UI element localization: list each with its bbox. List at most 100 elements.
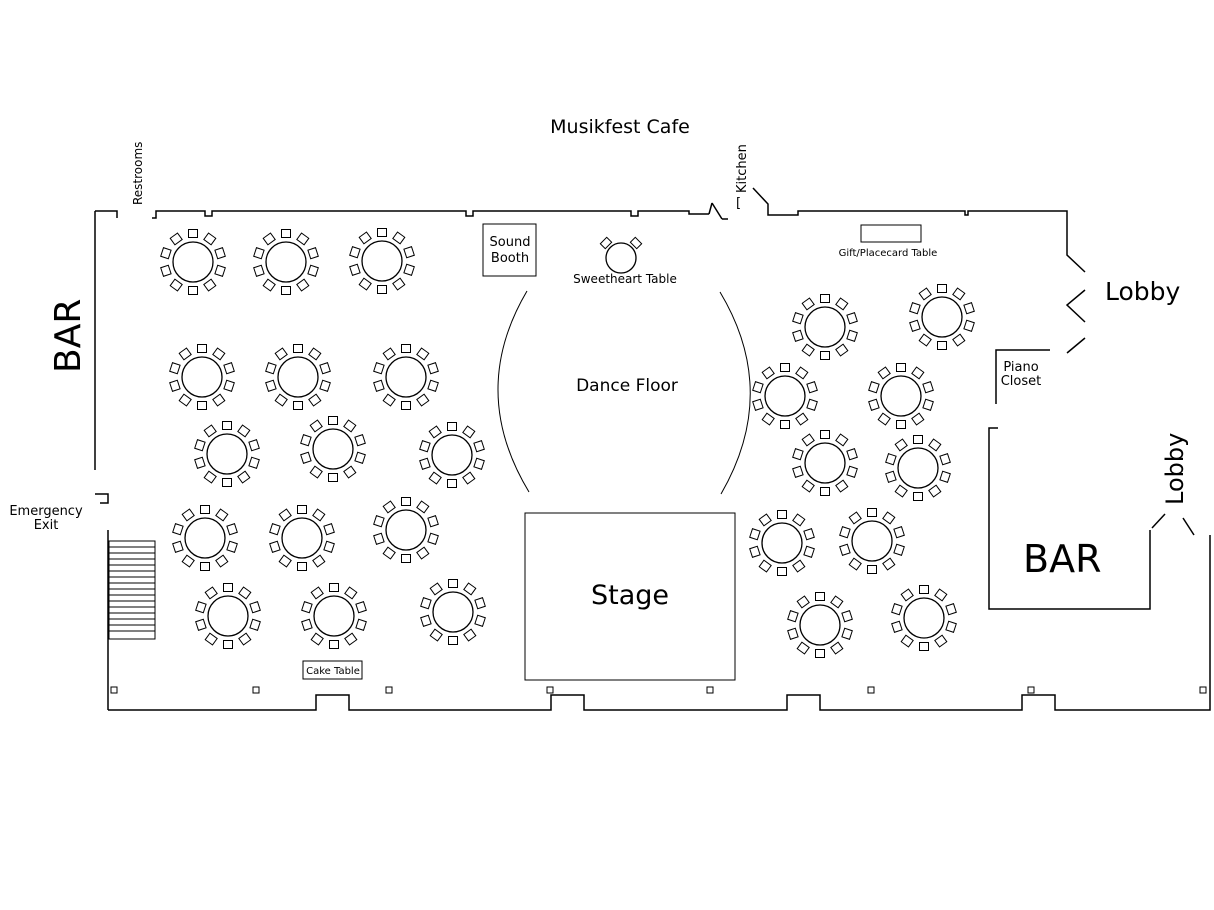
chair: [274, 393, 288, 407]
chair: [223, 362, 235, 375]
chair: [896, 363, 906, 372]
chair: [820, 294, 830, 303]
chair: [780, 363, 790, 372]
chair: [820, 351, 830, 360]
guest-table: [373, 497, 439, 563]
chair: [885, 470, 897, 483]
guest-table: [787, 592, 853, 658]
chair: [319, 362, 331, 375]
chair: [922, 381, 934, 394]
outer-walls: [94, 187, 1211, 711]
chair: [262, 232, 276, 246]
chair: [403, 263, 415, 276]
bar-right-label: BAR: [1023, 537, 1101, 581]
chair: [344, 632, 358, 646]
chair: [222, 421, 232, 430]
chair: [308, 347, 322, 361]
table-top: [799, 604, 841, 646]
chair: [269, 523, 281, 536]
table-top: [897, 447, 939, 489]
chair: [204, 632, 218, 646]
lobby-right-label: Lobby: [1161, 433, 1189, 505]
chair: [841, 627, 853, 640]
chair: [269, 540, 281, 553]
chair: [820, 430, 830, 439]
dance-floor-label: Dance Floor: [576, 376, 678, 396]
chair: [429, 628, 443, 642]
chair: [801, 297, 815, 311]
chair: [787, 627, 799, 640]
chair: [215, 508, 229, 522]
bar-left-label: BAR: [48, 299, 89, 373]
chair: [392, 231, 406, 245]
chair: [882, 511, 896, 525]
table-top: [312, 428, 354, 470]
chair: [792, 513, 806, 527]
sound-booth-label: Sound: [490, 235, 531, 250]
chair: [377, 228, 387, 237]
emergency-stairs: [108, 540, 156, 640]
chair: [792, 465, 804, 478]
guest-table: [349, 228, 415, 294]
sweetheart-table-label: Sweetheart Table: [573, 272, 677, 286]
table-top: [277, 356, 319, 398]
chair: [203, 232, 217, 246]
chair: [300, 434, 312, 447]
chair: [792, 312, 804, 325]
chair: [416, 393, 430, 407]
chair: [200, 562, 210, 571]
guest-table: [169, 344, 235, 410]
chair: [310, 632, 324, 646]
chair: [815, 592, 825, 601]
chair: [447, 479, 457, 488]
chair: [803, 528, 815, 541]
guest-table: [195, 583, 261, 649]
chair: [428, 425, 442, 439]
chair: [237, 424, 251, 438]
chair: [197, 344, 207, 353]
chair: [801, 479, 815, 493]
chair: [893, 526, 905, 539]
chair: [868, 398, 880, 411]
chair: [265, 379, 277, 392]
guest-table: [265, 344, 331, 410]
chair: [877, 412, 891, 426]
chair: [952, 333, 966, 347]
guest-table: [373, 344, 439, 410]
chair: [195, 601, 207, 614]
table-top: [764, 375, 806, 417]
chair: [429, 582, 443, 596]
chair: [928, 484, 942, 498]
chair: [237, 470, 251, 484]
table-top: [385, 509, 427, 551]
table-top: [172, 241, 214, 283]
chair: [278, 554, 292, 568]
chair: [835, 479, 849, 493]
chair: [896, 420, 906, 429]
chair: [188, 229, 198, 238]
table-top: [361, 240, 403, 282]
chair: [893, 543, 905, 556]
chair: [373, 532, 385, 545]
chair: [323, 523, 335, 536]
guest-table: [172, 505, 238, 571]
chair: [392, 277, 406, 291]
table-top: [313, 595, 355, 637]
chair: [169, 379, 181, 392]
chair: [416, 500, 430, 514]
chair: [815, 649, 825, 658]
chair: [197, 401, 207, 410]
chair: [160, 264, 172, 277]
columns: [110, 686, 1207, 694]
chair: [801, 433, 815, 447]
chair: [181, 554, 195, 568]
chair: [344, 586, 358, 600]
chair: [761, 412, 775, 426]
guest-table: [749, 510, 815, 576]
chair: [248, 456, 260, 469]
sweetheart-table: [599, 236, 643, 274]
chair: [419, 457, 431, 470]
chair: [319, 379, 331, 392]
chair: [403, 246, 415, 259]
chair: [309, 465, 323, 479]
